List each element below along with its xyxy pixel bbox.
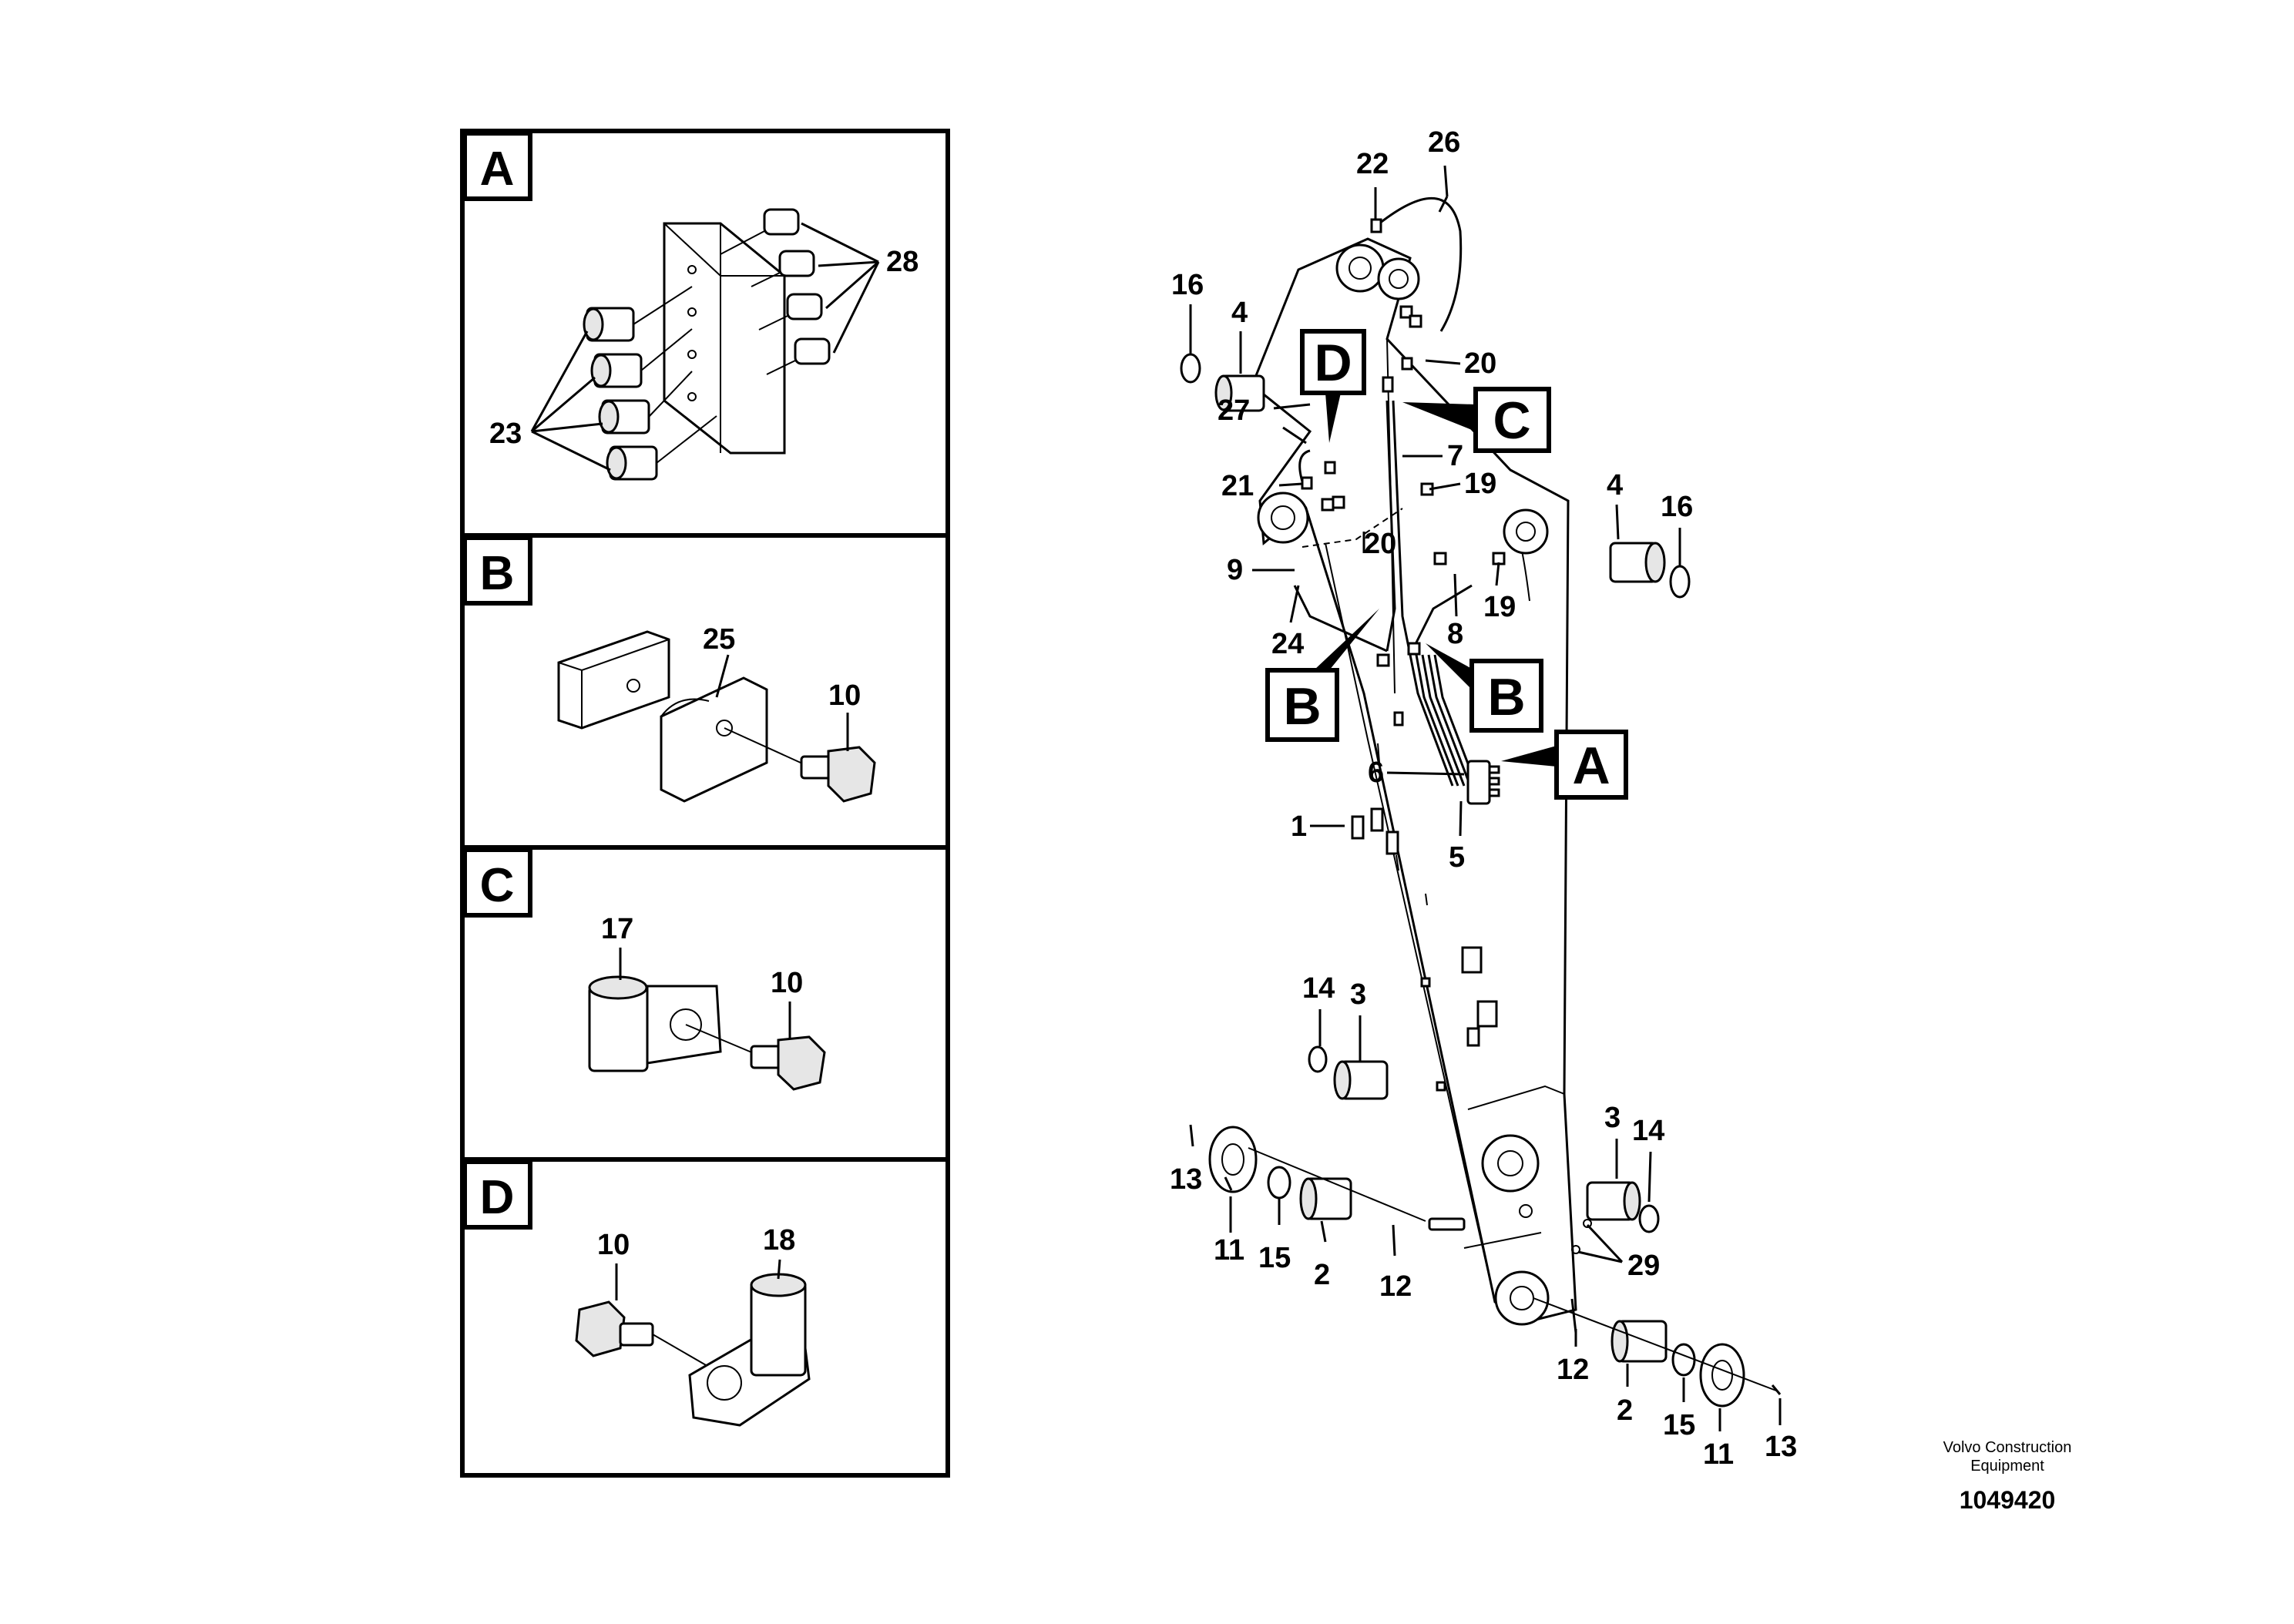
- label-28: 28: [886, 246, 919, 278]
- bolt-10-b: [724, 727, 876, 803]
- main-part-labels: 22 26 16 4 20 27 7 21 19 4 16 9 20 19 8 …: [1170, 126, 1797, 1471]
- panel-letter-c: C: [480, 859, 515, 912]
- callout-box-b-left: B: [1265, 609, 1379, 742]
- label-23: 23: [489, 418, 522, 450]
- label-13-right: 13: [1765, 1431, 1797, 1463]
- document-number: 1049420: [1960, 1486, 2056, 1514]
- label-2-left: 2: [1314, 1259, 1330, 1291]
- label-19-top: 19: [1464, 468, 1496, 500]
- callout-box-a: A: [1501, 730, 1628, 800]
- label-16-right: 16: [1661, 491, 1693, 523]
- main-leader-lines: [1189, 165, 1782, 1431]
- manifold-block: [663, 222, 786, 455]
- hose-lines: [1293, 196, 1506, 805]
- label-11-right: 11: [1703, 1438, 1734, 1471]
- label-20-top: 20: [1464, 347, 1496, 380]
- label-5: 5: [1449, 841, 1465, 874]
- label-13-left: 13: [1170, 1163, 1202, 1196]
- label-4-top: 4: [1231, 297, 1248, 329]
- nipple-fittings-28: [720, 208, 831, 375]
- bushings-pins-washers: [1180, 353, 1782, 1408]
- label-15-left: 15: [1258, 1242, 1291, 1274]
- label-7: 7: [1447, 440, 1463, 472]
- callout-letter-b-left: B: [1283, 677, 1321, 736]
- clamp-plate-25: [660, 676, 768, 803]
- label-27: 27: [1218, 394, 1250, 427]
- label-16-top: 16: [1171, 269, 1204, 301]
- clip-17: [588, 975, 722, 1072]
- callout-box-c: C: [1402, 387, 1551, 453]
- label-29: 29: [1627, 1250, 1660, 1282]
- detail-panel-b: B 25 10: [462, 535, 876, 803]
- label-10-c: 10: [771, 967, 803, 999]
- label-22: 22: [1356, 148, 1389, 180]
- brand-line-2: Equipment: [1970, 1458, 2044, 1475]
- label-25: 25: [703, 623, 735, 656]
- label-18: 18: [763, 1224, 795, 1257]
- callout-letter-d: D: [1314, 334, 1352, 392]
- label-15-right: 15: [1663, 1409, 1695, 1441]
- label-4-right: 4: [1607, 469, 1623, 502]
- label-12-left: 12: [1379, 1270, 1412, 1303]
- label-3-mid: 3: [1350, 978, 1366, 1011]
- label-10-d: 10: [597, 1229, 630, 1261]
- label-10-b: 10: [828, 679, 861, 712]
- bolt-10-d: [575, 1300, 717, 1372]
- label-2-right: 2: [1617, 1394, 1633, 1427]
- label-12-right: 12: [1557, 1354, 1589, 1386]
- footer: Volvo Construction Equipment 1049420: [1943, 1439, 2072, 1514]
- panel-letter-a: A: [480, 143, 515, 196]
- boom-assembly: D C B B A 22 26 16 4 20 27: [1170, 126, 1797, 1471]
- callout-letter-b-right: B: [1487, 668, 1525, 726]
- label-19-mid: 19: [1483, 591, 1516, 623]
- label-26: 26: [1428, 126, 1460, 159]
- brand-line-1: Volvo Construction: [1943, 1439, 2072, 1456]
- callout-box-b-right: B: [1426, 643, 1543, 733]
- label-3-lower: 3: [1604, 1102, 1621, 1134]
- label-17: 17: [601, 913, 633, 945]
- panel-letter-b: B: [480, 547, 515, 600]
- boom-body: [1251, 237, 1577, 1326]
- panel-letter-d: D: [480, 1171, 515, 1224]
- detail-panel-c: C 17 10: [462, 847, 826, 1091]
- panel-letter-box-b: B: [462, 535, 532, 606]
- leader-18: [777, 1259, 781, 1280]
- callout-box-d: D: [1300, 329, 1366, 443]
- label-8: 8: [1447, 618, 1463, 650]
- label-11-left: 11: [1214, 1234, 1244, 1267]
- hose-fittings-23: [583, 286, 717, 481]
- detail-panel-d: D 10 18: [462, 1159, 811, 1427]
- label-1: 1: [1291, 810, 1307, 843]
- detail-panels-frame: [460, 129, 950, 1478]
- detail-panel-a: A: [462, 131, 919, 481]
- label-6: 6: [1368, 757, 1384, 789]
- panel-letter-box-d: D: [462, 1159, 532, 1230]
- label-24: 24: [1271, 628, 1304, 660]
- leader-25: [715, 654, 730, 698]
- clamp-block: [557, 630, 670, 730]
- label-14-mid: 14: [1302, 972, 1335, 1005]
- panel-letter-box-c: C: [462, 847, 532, 918]
- label-20-mid: 20: [1364, 528, 1396, 560]
- bolt-10-c: [685, 1024, 826, 1091]
- label-9: 9: [1227, 554, 1243, 586]
- leader-lines-a: [530, 222, 880, 471]
- callout-letter-a: A: [1572, 737, 1610, 795]
- clip-18: [688, 1273, 811, 1427]
- label-21: 21: [1221, 470, 1254, 502]
- panel-letter-box-a: A: [462, 131, 532, 201]
- label-14-lower: 14: [1632, 1115, 1664, 1147]
- callout-letter-c: C: [1493, 391, 1530, 450]
